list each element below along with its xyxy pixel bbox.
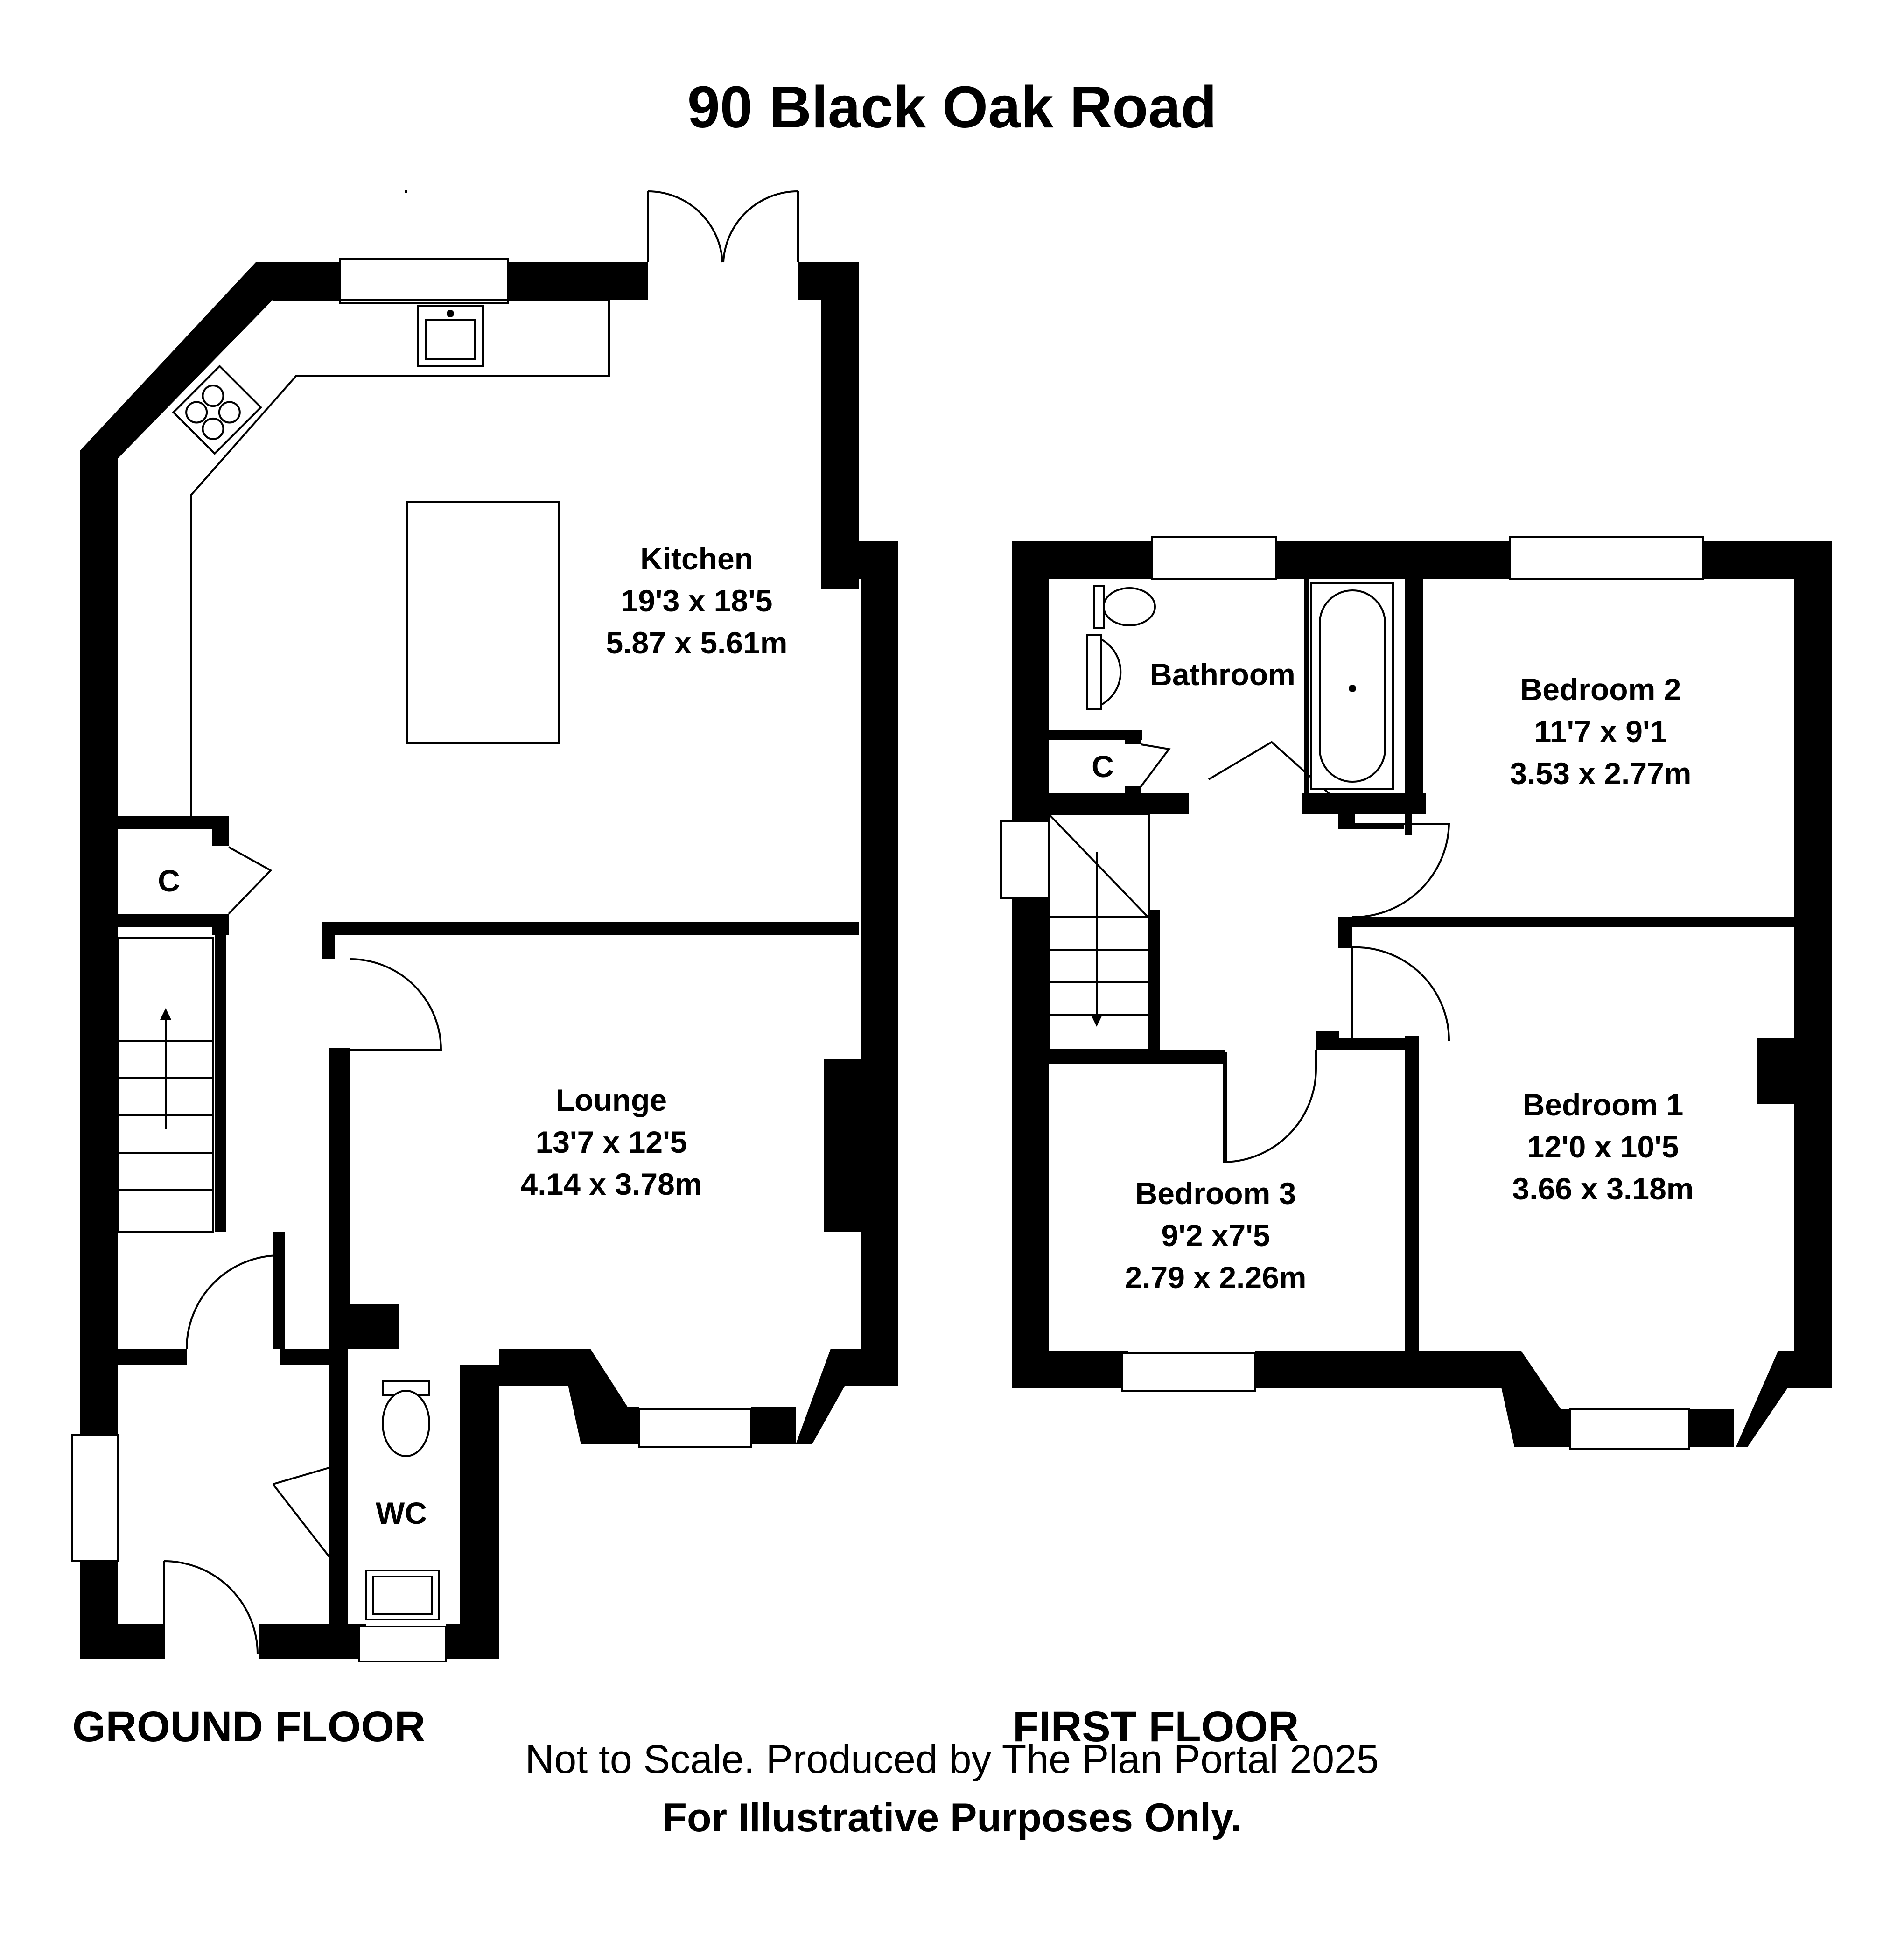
ground-floor-doors (163, 190, 799, 1659)
bath-icon (1310, 582, 1394, 790)
first-floor-plan: Bathroom C Bedroom 2 11'7 x 9'1 3.53 x 2… (1000, 536, 1832, 1450)
room-label-bathroom: Bathroom (1150, 657, 1295, 692)
svg-text:3.53 x 2.77m: 3.53 x 2.77m (1510, 756, 1692, 791)
svg-text:3.66 x 3.18m: 3.66 x 3.18m (1512, 1171, 1694, 1206)
plan-title: 90 Black Oak Road (687, 74, 1217, 140)
ground-floor-walls (80, 262, 898, 1659)
svg-text:4.14 x 3.78m: 4.14 x 3.78m (521, 1167, 702, 1201)
room-label-bedroom-2: Bedroom 2 11'7 x 9'1 3.53 x 2.77m (1510, 672, 1692, 791)
kitchen-island (406, 501, 560, 744)
ground-floor-staircase (117, 937, 214, 1233)
first-floor-walls (1012, 541, 1832, 1447)
room-label-lounge: Lounge 13'7 x 12'5 4.14 x 3.78m (521, 1083, 702, 1201)
hob-icon (172, 364, 262, 455)
footer-illustrative-note: For Illustrative Purposes Only. (662, 1795, 1242, 1840)
footer-disclaimer: Not to Scale. Produced by The Plan Porta… (525, 1737, 1379, 1782)
room-label-kitchen: Kitchen 19'3 x 18'5 5.87 x 5.61m (606, 541, 788, 660)
svg-text:Bedroom 2: Bedroom 2 (1520, 672, 1681, 707)
room-label-cupboard: C (158, 863, 180, 898)
svg-text:Bedroom 1: Bedroom 1 (1523, 1087, 1684, 1122)
svg-text:Bedroom 3: Bedroom 3 (1135, 1176, 1296, 1211)
svg-text:12'0 x 10'5: 12'0 x 10'5 (1527, 1129, 1679, 1164)
toilet-icon (382, 1380, 430, 1457)
svg-text:9'2 x7'5: 9'2 x7'5 (1161, 1218, 1270, 1253)
svg-text:Lounge: Lounge (556, 1083, 667, 1117)
svg-text:19'3 x 18'5: 19'3 x 18'5 (621, 583, 772, 618)
room-label-bedroom-3: Bedroom 3 9'2 x7'5 2.79 x 2.26m (1125, 1176, 1307, 1295)
kitchen-worktop (190, 190, 610, 816)
ground-floor-windows (71, 258, 752, 1662)
basin-icon (1086, 634, 1122, 710)
svg-text:11'7 x 9'1: 11'7 x 9'1 (1534, 714, 1667, 749)
room-label-wc: WC (376, 1496, 427, 1530)
svg-text:Kitchen: Kitchen (640, 541, 753, 576)
toilet-icon (1093, 585, 1156, 629)
room-label-cupboard: C (1092, 749, 1114, 784)
svg-text:13'7 x 12'5: 13'7 x 12'5 (535, 1125, 687, 1159)
basin-icon (365, 1570, 440, 1620)
ground-floor-label: GROUND FLOOR (72, 1703, 426, 1751)
svg-text:2.79 x 2.26m: 2.79 x 2.26m (1125, 1260, 1307, 1295)
first-floor-windows (1000, 536, 1704, 1450)
first-floor-staircase (1048, 813, 1150, 1051)
first-floor-label: FIRST FLOOR (1013, 1703, 1299, 1751)
svg-text:5.87 x 5.61m: 5.87 x 5.61m (606, 625, 788, 660)
ground-floor-plan: Kitchen 19'3 x 18'5 5.87 x 5.61m Lounge … (71, 190, 898, 1662)
sink-icon (417, 305, 484, 367)
room-label-bedroom-1: Bedroom 1 12'0 x 10'5 3.66 x 3.18m (1512, 1087, 1694, 1206)
